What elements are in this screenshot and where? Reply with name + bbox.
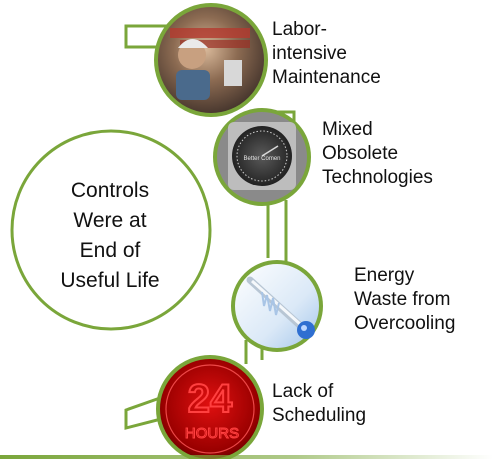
bottom-accent-line [0, 455, 493, 459]
frozen-thermometer-photo [231, 260, 323, 352]
top-connector [124, 24, 178, 49]
bottom-connector [124, 396, 166, 430]
item-label-scheduling: Lack of Scheduling [272, 381, 367, 426]
thermostat-dial-photo: Better Comen [213, 108, 311, 206]
technician-photo [154, 3, 268, 117]
center-circle [10, 129, 212, 331]
item-label-technologies: Mixed Obsolete Technologies [322, 119, 433, 188]
sign-number-text: 24 [188, 377, 233, 421]
center-label: Controls Were at End of Useful Life [60, 179, 160, 292]
item-label-overcooling: Energy Waste from Overcooling [354, 265, 456, 334]
sign-word-text: HOURS [185, 425, 239, 442]
dial-brand-text: Better Comen [243, 156, 280, 162]
neon-24-hours-sign: 24 HOURS [156, 355, 264, 459]
item-label-maintenance: Labor- intensive Maintenance [272, 19, 381, 88]
